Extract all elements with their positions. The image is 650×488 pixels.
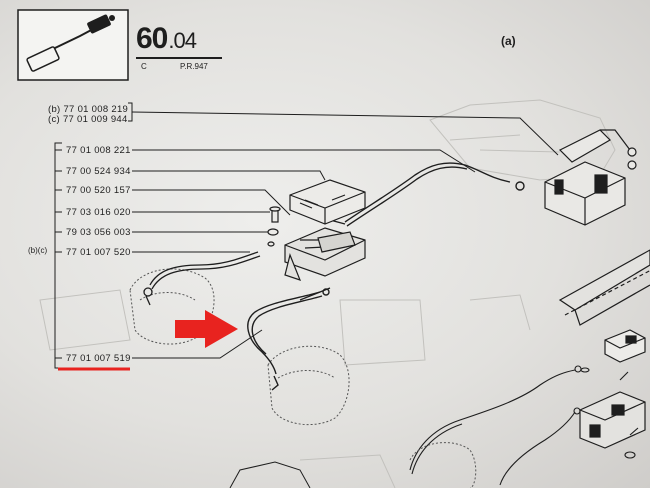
part-number: 77 01 008 221 [66,145,131,156]
variant-prefix: (c) [48,114,60,125]
left-cable [143,251,261,306]
part-number-row: (b) 77 01 008 219 [48,104,128,115]
housing-cover [289,179,366,225]
part-number-row: (c) 77 01 009 944 [48,114,128,125]
seat-outline-left [129,268,215,345]
part-number-highlighted: 77 01 007 519 [66,353,131,364]
lower-cables [409,365,639,486]
view-label: (a) [501,34,516,48]
rail-profile [558,249,650,326]
part-number: 79 03 056 003 [66,227,131,238]
car-silhouette [229,461,311,488]
variant-label: (b)(c) [28,246,48,255]
screw-and-washer [267,206,281,247]
lower-right-unit [579,391,646,449]
part-number: 77 01 007 520 [66,247,131,258]
control-lever-assembly [544,129,637,226]
red-arrow [175,310,238,348]
ghost-print [39,99,616,488]
top-bracket [128,102,559,156]
part-number: 77 00 524 934 [66,166,131,177]
seat-outline-lower [409,442,477,488]
section-code: C [141,62,147,71]
part-number: 77 01 008 219 [63,104,129,115]
page-number-suffix: .04 [168,28,197,53]
lower-housing [284,227,366,281]
center-cable [247,287,331,391]
page-number-main: 60 [136,22,168,55]
small-housing [604,329,646,363]
part-number: 77 00 520 157 [66,185,131,196]
page-number: 60.04 [136,22,197,56]
bracket-ticks [55,149,62,359]
part-number: 77 01 009 944 [62,114,128,125]
pr-reference: P.R.947 [180,62,208,71]
part-number: 77 03 016 020 [66,207,131,218]
section-icon [17,9,129,81]
variant-prefix: (b) [48,104,61,115]
seat-outline-center [267,345,350,426]
